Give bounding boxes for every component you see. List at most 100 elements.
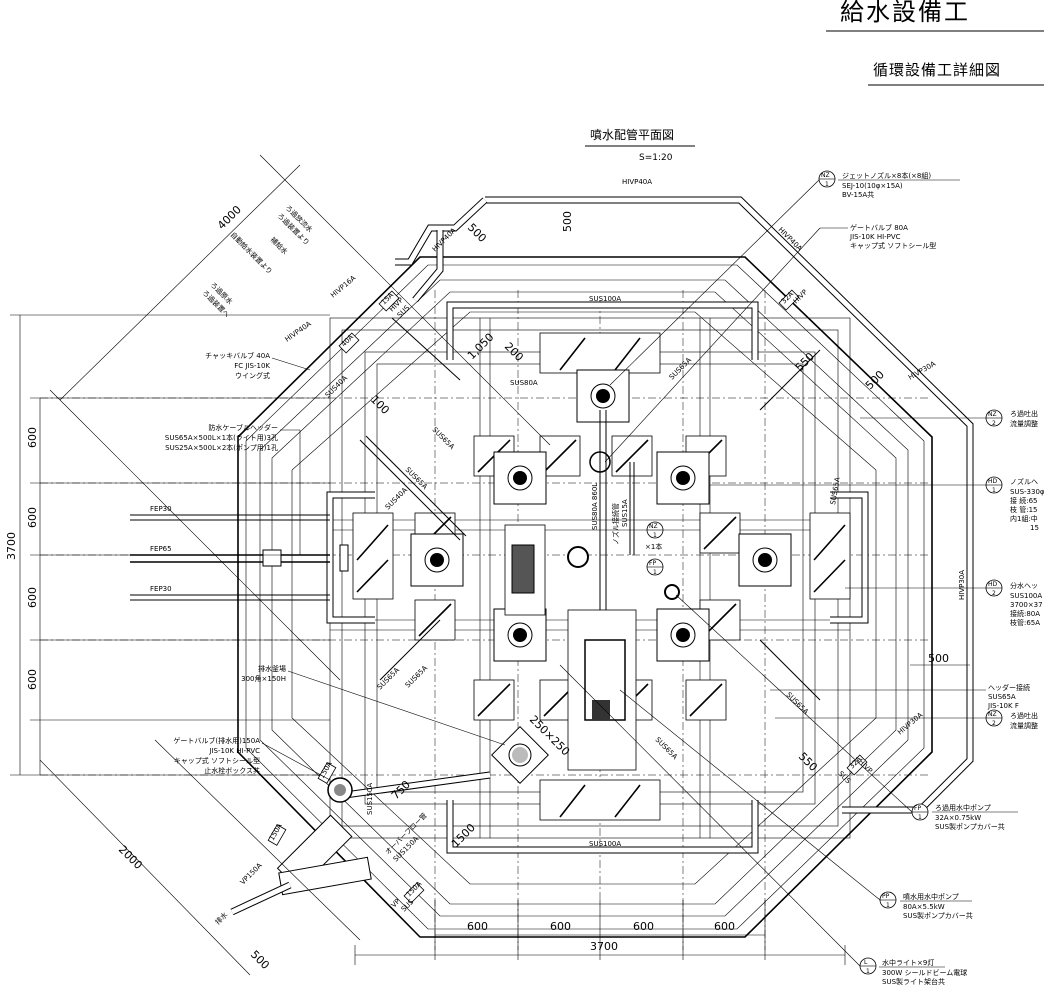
dim-left-seg-2: 600 xyxy=(26,507,39,528)
label-sus65-f: SUS65A xyxy=(404,664,429,689)
svg-text:ゲートバルブ(排水用)150A: ゲートバルブ(排水用)150A xyxy=(173,736,260,745)
left-note-check-valve: チャッキバルブ 40A FC JIS-10K ウイング式 xyxy=(205,351,311,380)
svg-text:PP: PP xyxy=(882,893,890,900)
piping-misc xyxy=(359,317,821,701)
callout-pp1-fountain-pump: PP 1 噴水用水中ポンプ 80A×5.5kW SUS製ポンプカバー共 xyxy=(619,689,973,920)
callout-l1-underwater-light: L 1 水中ライト×9灯 300W シールドビーム電球 SUS製ライト架台共 xyxy=(559,664,967,986)
nozzle-heads xyxy=(410,369,792,742)
svg-text:32A×0.75kW: 32A×0.75kW xyxy=(935,814,981,822)
label-fep65: FEP65 xyxy=(150,545,172,553)
drawing-subtitle: 循環設備工詳細図 xyxy=(873,61,1001,79)
label-hivp16: HIVP16A xyxy=(329,274,357,300)
dim-left-seg-1: 600 xyxy=(26,427,39,448)
dim-left-total: 3700 xyxy=(5,532,18,560)
label-sus80: SUS80A xyxy=(510,379,538,387)
label-sus65-b: SUS65A xyxy=(431,426,456,451)
plan-scale: S=1:20 xyxy=(639,153,673,163)
label-sus65-h: SUS65A xyxy=(654,736,679,761)
svg-text:SEJ-10(10φ×15A): SEJ-10(10φ×15A) xyxy=(842,182,903,190)
svg-text:JIS-10K F: JIS-10K F xyxy=(987,702,1019,710)
callout-header-connection: ヘッダー接続 SUS65A JIS-10K F xyxy=(770,683,1030,710)
left-note-cable-header: 防水ケーブルヘッダー SUS65A×500L×1本(ライト用)3孔 SUS25A… xyxy=(165,423,301,555)
dim-bottom-seg-3: 600 xyxy=(633,920,654,933)
svg-text:NZ: NZ xyxy=(821,172,830,179)
tag-hivp-small-2: HIVP xyxy=(792,288,809,305)
label-hivp30-b: HIVP30A xyxy=(958,570,966,600)
svg-text:枝管:65A: 枝管:65A xyxy=(1010,618,1040,627)
svg-text:80A×5.5kW: 80A×5.5kW xyxy=(903,903,945,911)
svg-text:止水栓ボックス共: 止水栓ボックス共 xyxy=(204,766,260,775)
svg-text:ジェットノズル×8本(×8組): ジェットノズル×8本(×8組) xyxy=(842,171,931,180)
svg-text:枝 管:15: 枝 管:15 xyxy=(1010,505,1038,514)
svg-text:流量調整: 流量調整 xyxy=(1010,419,1038,428)
svg-text:1: 1 xyxy=(653,569,657,576)
dim-200: 200 xyxy=(502,340,526,364)
size-tags xyxy=(267,289,868,904)
callout-fp1-filter-pump: FP 1 ろ過用水中ポンプ 32A×0.75kW SUS製ポンプカバー共 xyxy=(675,594,1018,831)
svg-text:SUS65A: SUS65A xyxy=(988,693,1016,701)
drawing-title: 給水設備工 xyxy=(840,0,970,26)
piping-sus100 xyxy=(326,301,869,854)
svg-text:SUS-330φ: SUS-330φ xyxy=(1010,488,1044,496)
dimensions-diagonal xyxy=(39,154,970,976)
label-sus100-top: SUS100A xyxy=(589,295,621,303)
label-sus100-bottom: SUS100A xyxy=(589,840,621,848)
callout-nz2-filter-outlet-top: NZ 2 ろ過吐出 流量調整 xyxy=(860,409,1038,428)
svg-text:防水ケーブルヘッダー: 防水ケーブルヘッダー xyxy=(208,423,278,432)
dim-bottom-seg-2: 600 xyxy=(550,920,571,933)
svg-text:ノズルヘ: ノズルヘ xyxy=(1010,477,1038,486)
svg-text:ろ過用水中ポンプ: ろ過用水中ポンプ xyxy=(935,803,991,812)
dim-550-top: 550 xyxy=(793,350,817,374)
svg-text:SUS製ライト架台共: SUS製ライト架台共 xyxy=(882,977,945,986)
svg-text:FP: FP xyxy=(649,560,656,567)
dim-500-lower: 500 xyxy=(248,948,272,972)
svg-text:3700×37: 3700×37 xyxy=(1010,601,1043,609)
svg-text:内1組:中: 内1組:中 xyxy=(1010,514,1038,523)
label-sus65-c: SUS65A xyxy=(668,356,693,381)
svg-text:SUS100A: SUS100A xyxy=(1010,592,1042,600)
svg-text:BV-15A共: BV-15A共 xyxy=(842,190,874,199)
label-sus65-e: SUS65A xyxy=(376,666,401,691)
svg-text:1: 1 xyxy=(866,968,870,975)
svg-text:15: 15 xyxy=(1030,524,1039,532)
dim-diag-bottom: 2000 xyxy=(116,843,145,872)
dim-diag-top: 4000 xyxy=(215,203,244,232)
dim-500-top: 500 xyxy=(465,221,489,245)
label-nozzle-pipe: ノズル接続管 xyxy=(611,503,620,545)
svg-text:L: L xyxy=(864,959,868,966)
dim-bottom-total: 3700 xyxy=(590,940,618,953)
svg-text:SUS65A×500L×1本(ライト用)3孔: SUS65A×500L×1本(ライト用)3孔 xyxy=(165,433,278,442)
svg-text:2: 2 xyxy=(992,590,996,597)
callout-hd1-nozzle-header: HD 1 ノズルヘ SUS-330φ 接 続:65 枝 管:15 内1組:中 1… xyxy=(710,476,1044,532)
svg-text:HD: HD xyxy=(988,581,998,588)
label-vp150: VP150A xyxy=(239,861,264,886)
svg-text:SUS25A×500L×2本(ポンプ用)1孔: SUS25A×500L×2本(ポンプ用)1孔 xyxy=(165,443,278,452)
dim-550-bottom: 550 xyxy=(796,750,820,774)
label-fep30-a: FEP30 xyxy=(150,505,172,513)
svg-text:300角×150H: 300角×150H xyxy=(241,674,286,683)
dim-500-vert: 500 xyxy=(561,211,574,232)
svg-text:1: 1 xyxy=(653,532,657,539)
svg-text:NZ: NZ xyxy=(649,523,658,530)
label-sus15: SUS15A xyxy=(621,499,629,527)
svg-text:噴水用水中ポンプ: 噴水用水中ポンプ xyxy=(903,892,959,901)
svg-text:ウイング式: ウイング式 xyxy=(235,371,270,380)
dim-left-seg-4: 600 xyxy=(26,669,39,690)
svg-text:FP: FP xyxy=(914,805,921,812)
piping-hivp xyxy=(395,196,974,814)
svg-text:HD: HD xyxy=(988,478,998,485)
svg-text:チャッキバルブ 40A: チャッキバルブ 40A xyxy=(205,351,270,360)
svg-text:SUS製ポンプカバー共: SUS製ポンプカバー共 xyxy=(903,911,973,920)
label-sus80-vert: SUS80A 860L xyxy=(591,483,599,530)
svg-text:NZ: NZ xyxy=(988,411,997,418)
callout-nz1-jet-nozzle: NZ 1 ジェットノズル×8本(×8組) SEJ-10(10φ×15A) BV-… xyxy=(609,170,960,386)
dim-bottom-seg-1: 600 xyxy=(467,920,488,933)
svg-text:NZ: NZ xyxy=(988,711,997,718)
svg-text:1: 1 xyxy=(918,814,922,821)
dim-left-seg-3: 600 xyxy=(26,587,39,608)
label-hivp40-top: HIVP40A xyxy=(622,178,652,186)
dim-bottom-seg-4: 600 xyxy=(714,920,735,933)
svg-text:1: 1 xyxy=(886,902,890,909)
svg-text:ろ過吐出: ろ過吐出 xyxy=(1010,409,1038,418)
